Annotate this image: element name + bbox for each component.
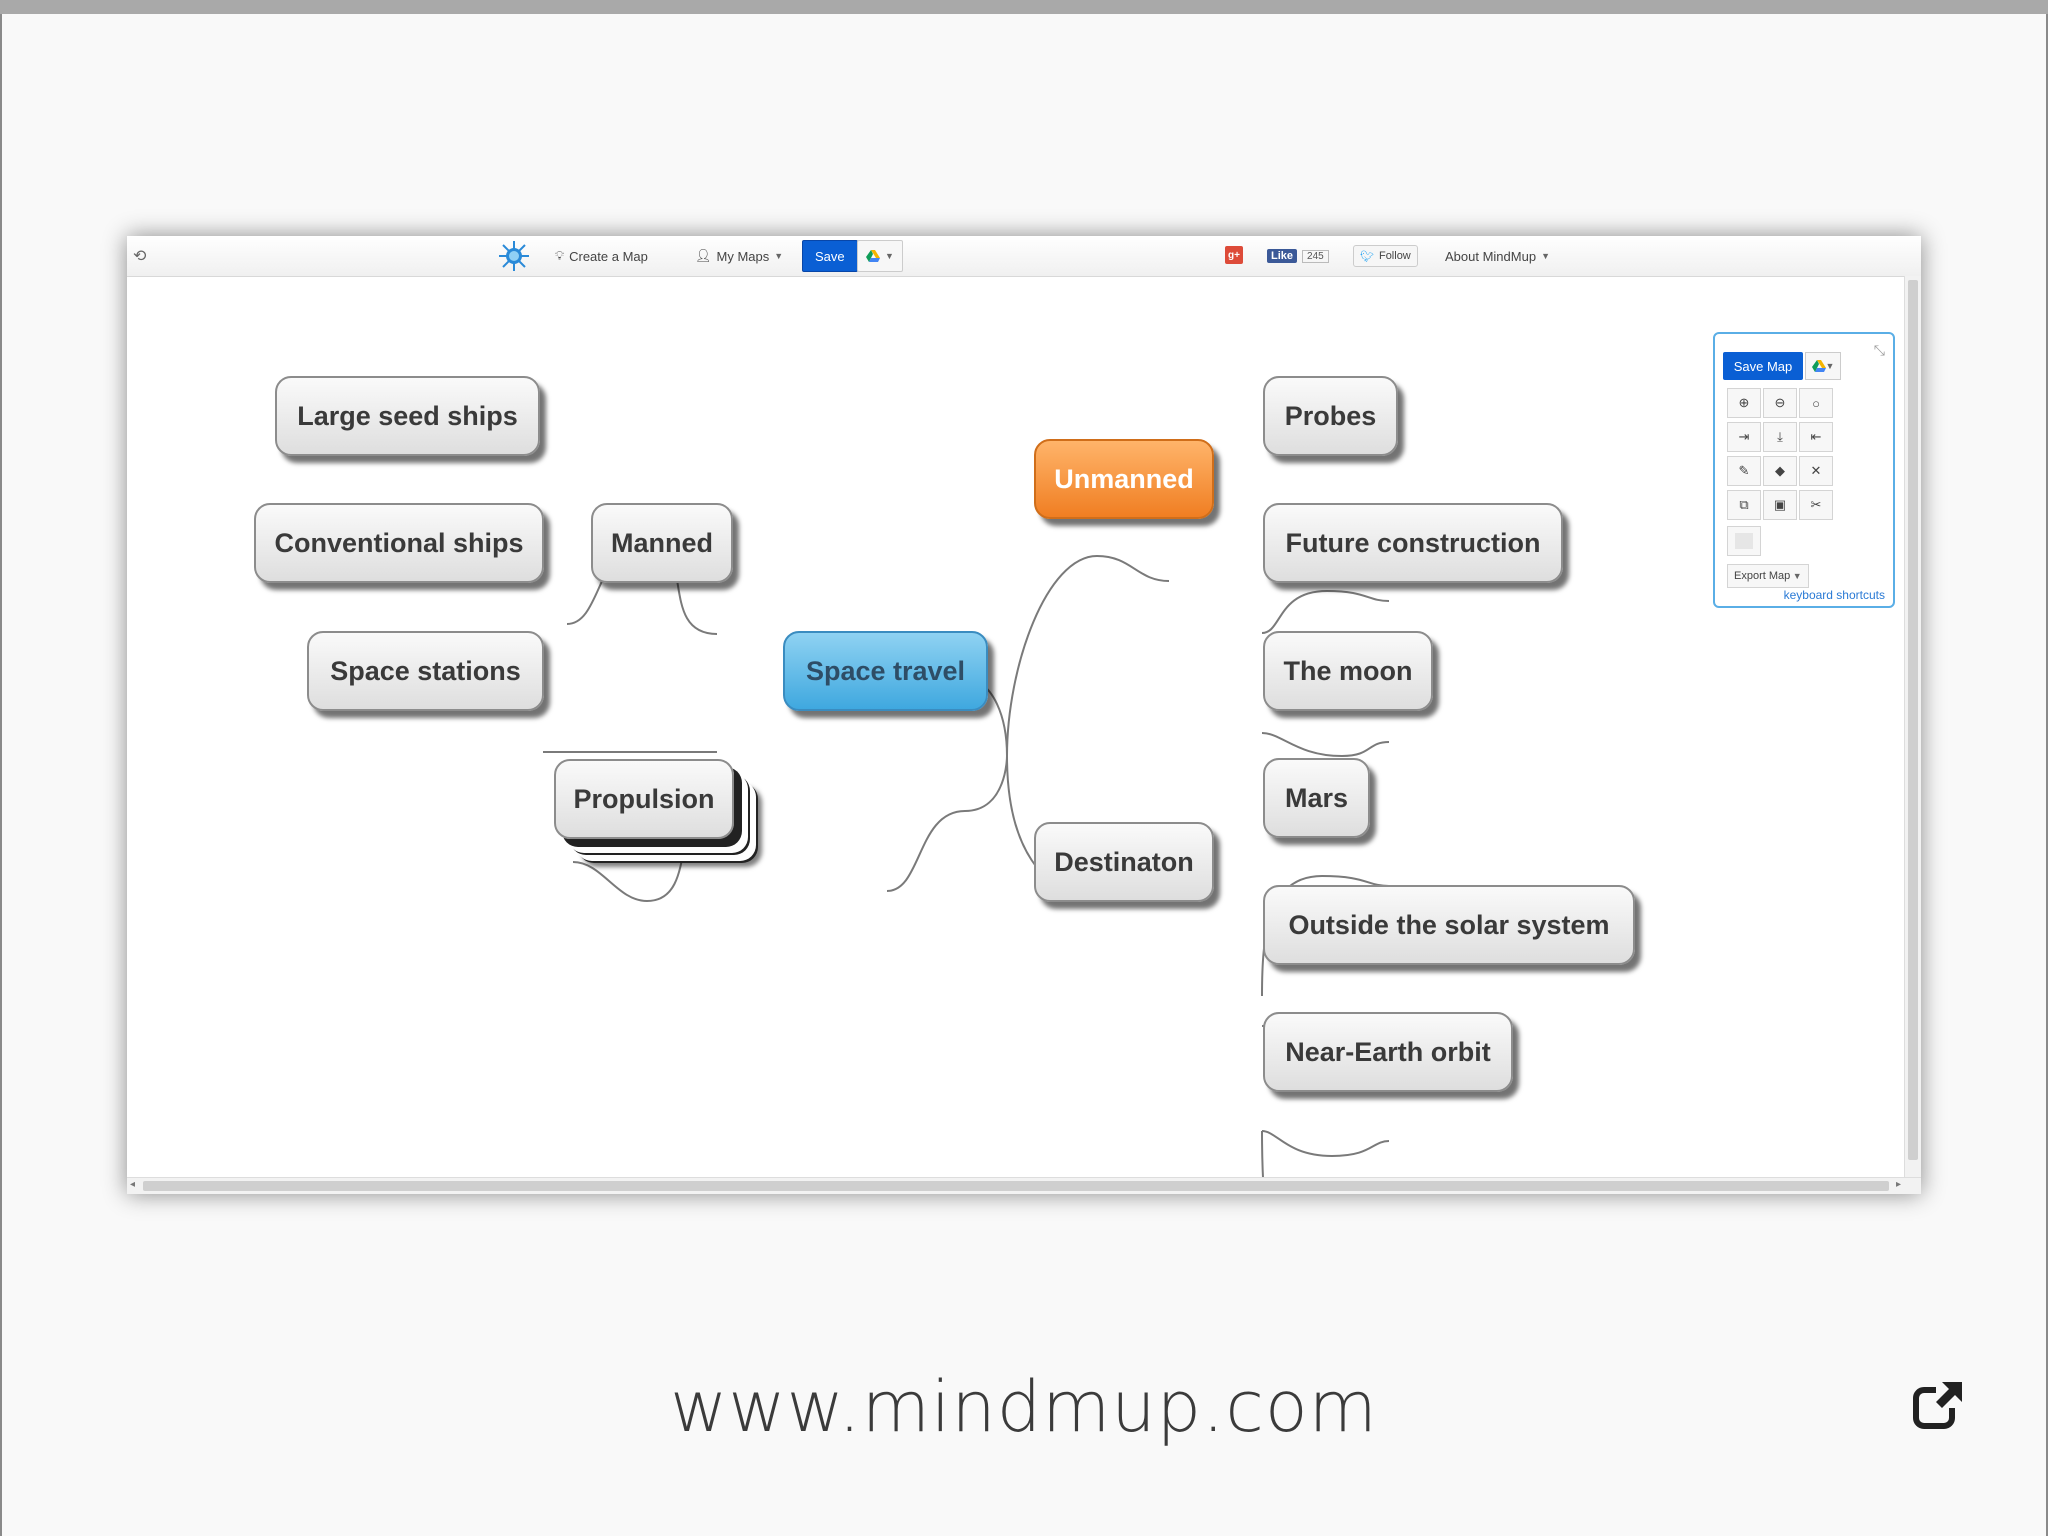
site-url[interactable]: www.mindmup.com: [670, 1366, 1378, 1448]
horizontal-scrollbar[interactable]: ◂ ▸: [127, 1177, 1921, 1194]
node-space-stations[interactable]: Space stations: [307, 631, 544, 711]
horizontal-scroll-thumb[interactable]: [143, 1181, 1889, 1191]
facebook-like-button[interactable]: Like 245: [1267, 236, 1329, 276]
vertical-scroll-thumb[interactable]: [1908, 280, 1918, 1160]
connector-unmanned-future: [1261, 732, 1390, 758]
slide-left-edge: [0, 14, 2, 1536]
my-maps-menu[interactable]: 👤︎ My Maps ▼: [695, 236, 783, 276]
app-toolbar: ⟲ 💡︎ Create a Map 👤︎ My Maps ▼ Save ▼: [127, 236, 1921, 277]
chevron-down-icon: ▼: [1825, 361, 1835, 371]
node-near-earth-orbit[interactable]: Near-Earth orbit: [1263, 1012, 1513, 1092]
node-mars[interactable]: Mars: [1263, 758, 1370, 838]
reload-icon[interactable]: ⟲: [133, 248, 147, 265]
follow-label: Follow: [1378, 250, 1411, 262]
copy-icon[interactable]: ⧉: [1727, 490, 1761, 520]
scroll-right-arrow-icon[interactable]: ▸: [1895, 1179, 1901, 1190]
node-destination[interactable]: Destinaton: [1034, 822, 1214, 902]
lightbulb-icon: 💡︎: [555, 248, 565, 263]
node-large-seed-ships[interactable]: Large seed ships: [275, 376, 540, 456]
node-space-travel[interactable]: Space travel: [783, 631, 988, 711]
connector-destination-outside: [1261, 1130, 1390, 1158]
delete-icon[interactable]: ✕: [1799, 456, 1833, 486]
erase-icon[interactable]: ◆: [1763, 456, 1797, 486]
paste-icon[interactable]: ▣: [1763, 490, 1797, 520]
mindmup-logo-icon[interactable]: [497, 236, 531, 276]
node-manned[interactable]: Manned: [591, 503, 733, 583]
about-menu[interactable]: About MindMup ▼: [1445, 236, 1550, 276]
reset-view-icon[interactable]: ○: [1799, 388, 1833, 418]
edit-pencil-icon[interactable]: ✎: [1727, 456, 1761, 486]
facebook-like-label: Like: [1267, 249, 1298, 263]
create-map-label: Create a Map: [569, 248, 648, 264]
presentation-top-bar: [0, 0, 2048, 14]
user-icon: 👤︎: [695, 248, 712, 263]
node-outside-solar-system[interactable]: Outside the solar system: [1263, 885, 1635, 965]
my-maps-label: My Maps: [716, 248, 770, 264]
cut-icon[interactable]: ✂: [1799, 490, 1833, 520]
export-map-dropdown[interactable]: Export Map ▼: [1727, 564, 1809, 588]
node-probes[interactable]: Probes: [1263, 376, 1398, 456]
mindmap-connectors: [542, 539, 1390, 1194]
google-drive-icon: [1811, 360, 1826, 372]
vertical-scrollbar[interactable]: ▾: [1904, 276, 1921, 1194]
app-screenshot: ⟲ 💡︎ Create a Map 👤︎ My Maps ▼ Save ▼: [127, 236, 1921, 1194]
like-count: 245: [1302, 249, 1329, 263]
node-future-construction[interactable]: Future construction: [1263, 503, 1563, 583]
google-plus-button[interactable]: g+: [1225, 246, 1243, 264]
google-drive-dropdown[interactable]: ▼: [857, 240, 903, 272]
color-swatch: [1735, 533, 1753, 549]
node-unmanned[interactable]: Unmanned: [1034, 439, 1214, 519]
map-toolbox-panel: ⤡ Save Map ▼ ⊕ ⊖ ○ ⇥ ⤓ ⇤ ✎ ◆ ✕ ⧉ ▣ ✂ Exp…: [1713, 332, 1895, 608]
add-parent-icon[interactable]: ⇤: [1799, 422, 1833, 452]
keyboard-shortcuts-link[interactable]: keyboard shortcuts: [1783, 588, 1885, 602]
zoom-out-icon[interactable]: ⊖: [1763, 388, 1797, 418]
chevron-down-icon: ▼: [1790, 571, 1802, 581]
connector-center-unmanned: [1006, 554, 1170, 757]
node-propulsion[interactable]: Propulsion: [554, 759, 734, 839]
chevron-down-icon: ▼: [1541, 251, 1550, 261]
chevron-down-icon: ▼: [774, 251, 784, 261]
external-link-icon[interactable]: [1912, 1378, 1966, 1432]
twitter-bird-icon: 🐦︎: [1360, 250, 1374, 263]
twitter-follow-button[interactable]: 🐦︎ Follow: [1353, 245, 1418, 267]
slide-right-edge: [2046, 14, 2048, 1536]
tool-grid: ⊕ ⊖ ○ ⇥ ⤓ ⇤ ✎ ◆ ✕ ⧉ ▣ ✂: [1727, 388, 1835, 524]
color-picker[interactable]: [1727, 526, 1761, 556]
node-the-moon[interactable]: The moon: [1263, 631, 1433, 711]
insert-child-icon[interactable]: ⤓: [1763, 422, 1797, 452]
save-map-button[interactable]: Save Map: [1723, 352, 1803, 380]
node-conventional-ships[interactable]: Conventional ships: [254, 503, 544, 583]
google-drive-icon: [866, 250, 880, 262]
collapse-icon[interactable]: ⤡: [1873, 342, 1885, 358]
zoom-in-icon[interactable]: ⊕: [1727, 388, 1761, 418]
connector-unmanned-probes: [1261, 589, 1390, 634]
create-map-menu[interactable]: 💡︎ Create a Map: [555, 236, 648, 276]
connector-center-propulsion: [886, 755, 1008, 892]
add-sibling-icon[interactable]: ⇥: [1727, 422, 1761, 452]
about-label: About MindMup: [1445, 248, 1537, 264]
chevron-down-icon: ▼: [885, 251, 894, 261]
export-map-label: Export Map: [1734, 570, 1791, 582]
panel-drive-dropdown[interactable]: ▼: [1805, 352, 1841, 380]
scroll-left-arrow-icon[interactable]: ◂: [130, 1179, 136, 1190]
